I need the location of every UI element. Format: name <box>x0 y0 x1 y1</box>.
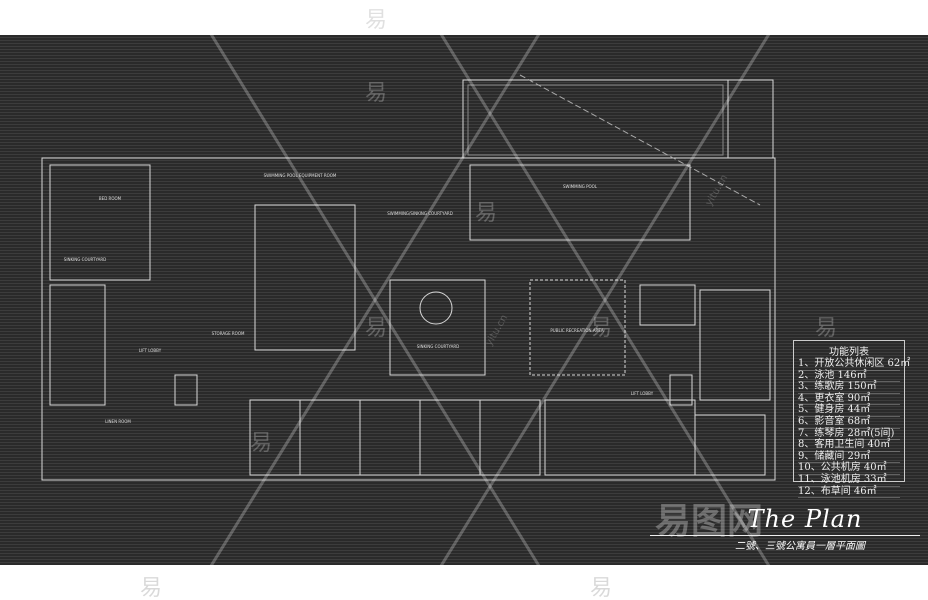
legend-item: 2、泳池 146㎡ <box>798 370 900 383</box>
legend-item: 6、影音室 68㎡ <box>798 416 900 429</box>
legend-item: 10、公共机房 40㎡ <box>798 463 900 475</box>
upper-right-wall <box>727 79 774 159</box>
label-lift-lobby-right: LIFT LOBBY <box>631 391 654 396</box>
watermark-char: 易 <box>815 316 838 341</box>
label-lift-lobby-left: LIFT LOBBY <box>139 348 162 353</box>
label-sinking-courtyard-left: SINKING COURTYARD <box>64 257 106 262</box>
bedroom-block <box>49 164 151 281</box>
bedroom-block-2 <box>49 284 106 406</box>
swimming-pool <box>469 164 691 241</box>
watermark-char: 易 <box>475 201 498 226</box>
legend-item: 3、练歌房 150㎡ <box>798 382 900 394</box>
label-pool-equipment: SWIMMING POOL EQUIPMENT ROOM <box>264 173 337 178</box>
gym-room <box>699 289 771 401</box>
label-public-recreation: PUBLIC RECREATION AREA <box>550 328 603 333</box>
legend-title: 功能列表 <box>829 347 869 358</box>
function-legend: 功能列表 1、开放公共休闲区 62㎡ 2、泳池 146㎡ 3、练歌房 150㎡ … <box>793 340 911 499</box>
watermark-char: 易 <box>365 8 388 33</box>
floor-plan: SWIMMING POOL EQUIPMENT ROOM SWIMMING PO… <box>41 35 776 565</box>
watermark-char: 易 <box>590 316 613 341</box>
pool-hatch-area <box>467 84 724 156</box>
legend-item: 1、开放公共休闲区 62㎡ <box>798 358 911 371</box>
watermark-char: 易 <box>590 576 613 600</box>
label-courtyard-top: SWIMMING/SINKING COURTYARD <box>387 211 453 216</box>
title-chinese: 二號、三號公寓員一層平面圖 <box>735 541 865 552</box>
label-sinking-courtyard: SINKING COURTYARD <box>417 344 459 349</box>
drawing-area: SWIMMING POOL EQUIPMENT ROOM SWIMMING PO… <box>0 35 928 565</box>
courtyard-fan <box>419 291 453 325</box>
legend-item: 4、更衣室 90㎡ <box>798 393 900 406</box>
watermark-char: 易 <box>250 431 273 456</box>
watermark-char: 易 <box>140 576 163 600</box>
label-bed-room: BED ROOM <box>99 196 122 201</box>
label-linen: LINEN ROOM <box>105 419 131 424</box>
sinking-courtyard <box>389 279 486 376</box>
legend-item: 8、客用卫生间 40㎡ <box>798 440 900 452</box>
label-pool: SWIMMING POOL <box>563 184 598 189</box>
ktv-room <box>254 204 356 351</box>
lift-right <box>669 374 693 406</box>
legend-item: 12、布草间 46㎡ <box>798 486 900 499</box>
legend-item: 11、泳池机房 33㎡ <box>798 474 900 487</box>
label-storage: STORAGE ROOM <box>212 331 245 336</box>
title-divider <box>650 535 920 536</box>
linen-room <box>694 414 766 476</box>
legend-item: 7、练琴房 28㎡(5间) <box>798 428 900 441</box>
outer-wall <box>41 157 776 481</box>
changing-room <box>639 284 696 326</box>
watermark-char: 易 <box>365 81 388 106</box>
watermark-char: 易 <box>365 316 388 341</box>
title-block: The Plan 二號、三號公寓員一層平面圖 <box>650 505 920 552</box>
lift-left <box>174 374 198 406</box>
legend-item: 5、健身房 44㎡ <box>798 405 900 417</box>
legend-item: 9、储藏间 29㎡ <box>798 451 900 464</box>
title-english: The Plan <box>747 505 863 533</box>
recreation-area <box>529 279 626 376</box>
